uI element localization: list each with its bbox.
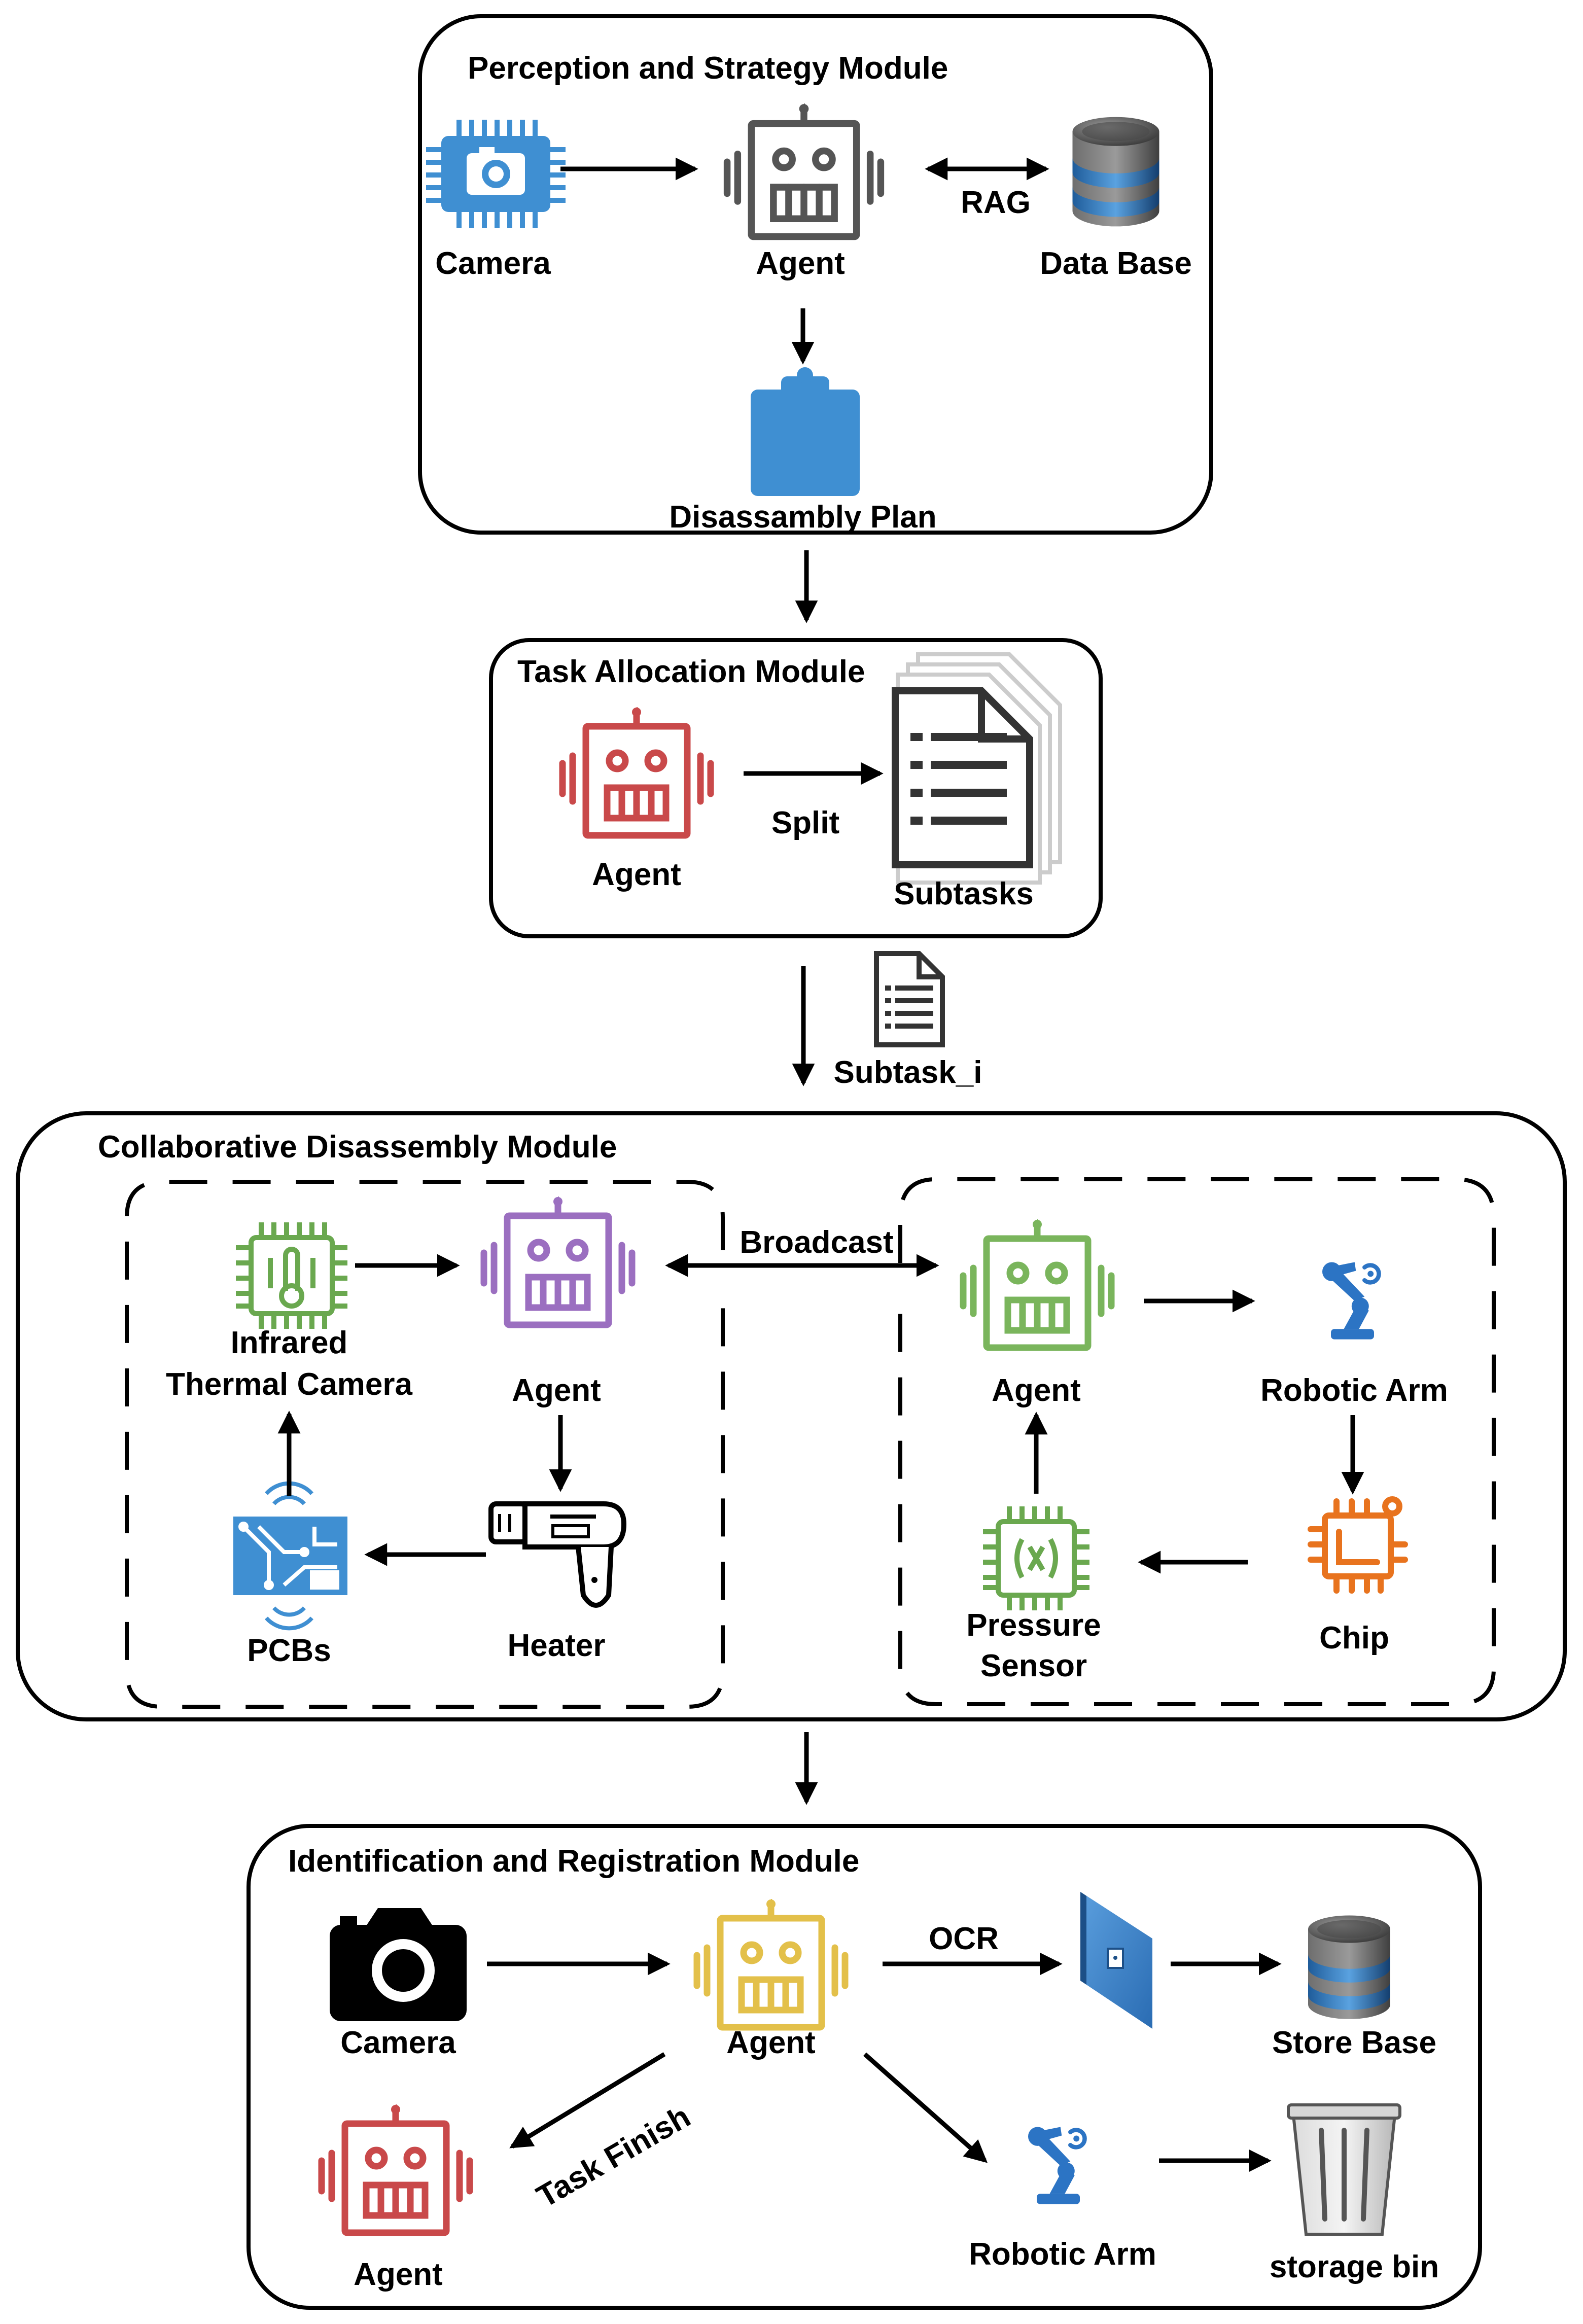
identification-robotic-arm-icon bbox=[1028, 2127, 1085, 2204]
pcb-board-icon bbox=[233, 1481, 347, 1631]
identification-agent-robot-icon bbox=[697, 1899, 845, 2027]
pressure-sensor-label-line1: Pressure bbox=[966, 1608, 1101, 1643]
perception-module-frame bbox=[418, 14, 1213, 535]
pressure-sensor-label-line2: Sensor bbox=[980, 1648, 1087, 1683]
chip-label: Chip bbox=[1319, 1621, 1389, 1656]
identification-module-title: Identification and Registration Module bbox=[288, 1844, 859, 1879]
right-agent-robot-icon bbox=[963, 1219, 1111, 1348]
subtasks-documents-icon bbox=[892, 652, 1062, 885]
database-icon bbox=[1072, 117, 1159, 227]
camera-label: Camera bbox=[435, 246, 551, 281]
database-label: Data Base bbox=[1040, 246, 1192, 281]
thermal-camera-label-line1: Infrared bbox=[231, 1325, 348, 1360]
store-base-label: Store Base bbox=[1272, 2025, 1436, 2060]
arrow-agent-to-arm bbox=[863, 2052, 988, 2163]
perception-agent-robot-icon bbox=[727, 103, 881, 236]
ocr-label: OCR bbox=[929, 1921, 999, 1956]
identification-robotic-arm-label: Robotic Arm bbox=[969, 2237, 1156, 2272]
chip-icon bbox=[1308, 1496, 1408, 1594]
perception-module-title: Perception and Strategy Module bbox=[468, 51, 948, 86]
arrow-task-finish bbox=[509, 2052, 666, 2149]
perception-agent-label: Agent bbox=[756, 246, 845, 281]
right-team-dashed-frame bbox=[898, 1177, 1496, 1706]
finish-agent-label: Agent bbox=[354, 2257, 443, 2292]
right-robotic-arm-icon bbox=[1322, 1262, 1379, 1340]
pcbs-label: PCBs bbox=[247, 1633, 331, 1668]
ocr-panel-icon bbox=[1080, 1892, 1152, 2029]
identification-module-frame bbox=[247, 1824, 1482, 2310]
heater-label: Heater bbox=[508, 1628, 606, 1663]
allocation-agent-label: Agent bbox=[592, 857, 681, 892]
allocation-module-title: Task Allocation Module bbox=[517, 654, 865, 689]
subtask-document-icon bbox=[874, 951, 945, 1047]
thermal-camera-label-line2: Thermal Camera bbox=[166, 1367, 412, 1402]
allocation-module-frame bbox=[489, 638, 1103, 938]
finish-agent-robot-icon bbox=[322, 2104, 470, 2233]
heater-icon bbox=[488, 1501, 627, 1608]
right-robotic-arm-label: Robotic Arm bbox=[1260, 1373, 1448, 1408]
storage-bin-icon bbox=[1287, 2103, 1401, 2236]
pressure-sensor-chip-icon bbox=[983, 1506, 1089, 1610]
split-label: Split bbox=[771, 805, 839, 840]
clipboard-icon bbox=[751, 367, 860, 496]
identification-camera-label: Camera bbox=[340, 2025, 456, 2060]
left-agent-robot-icon bbox=[484, 1196, 632, 1325]
thermal-camera-chip-icon bbox=[236, 1222, 347, 1329]
rag-label: RAG bbox=[961, 185, 1031, 220]
broadcast-label: Broadcast bbox=[740, 1225, 893, 1260]
allocation-agent-robot-icon bbox=[562, 707, 711, 835]
photo-camera-icon bbox=[330, 1908, 467, 2021]
camera-chip-icon bbox=[426, 120, 566, 228]
identification-agent-label: Agent bbox=[726, 2025, 816, 2060]
store-base-database-icon bbox=[1308, 1915, 1390, 2019]
left-team-dashed-frame bbox=[125, 1180, 725, 1709]
right-agent-label: Agent bbox=[992, 1373, 1081, 1408]
collaborative-module-title: Collaborative Disassembly Module bbox=[98, 1130, 617, 1165]
task-finish-label: Task Finish bbox=[531, 2099, 696, 2214]
collaborative-module-frame bbox=[16, 1111, 1567, 1721]
storage-bin-label: storage bin bbox=[1270, 2249, 1439, 2284]
left-agent-label: Agent bbox=[512, 1373, 601, 1408]
subtask-i-label: Subtask_i bbox=[834, 1055, 982, 1090]
plan-label: Disassambly Plan bbox=[669, 500, 936, 535]
subtasks-label: Subtasks bbox=[894, 876, 1034, 911]
